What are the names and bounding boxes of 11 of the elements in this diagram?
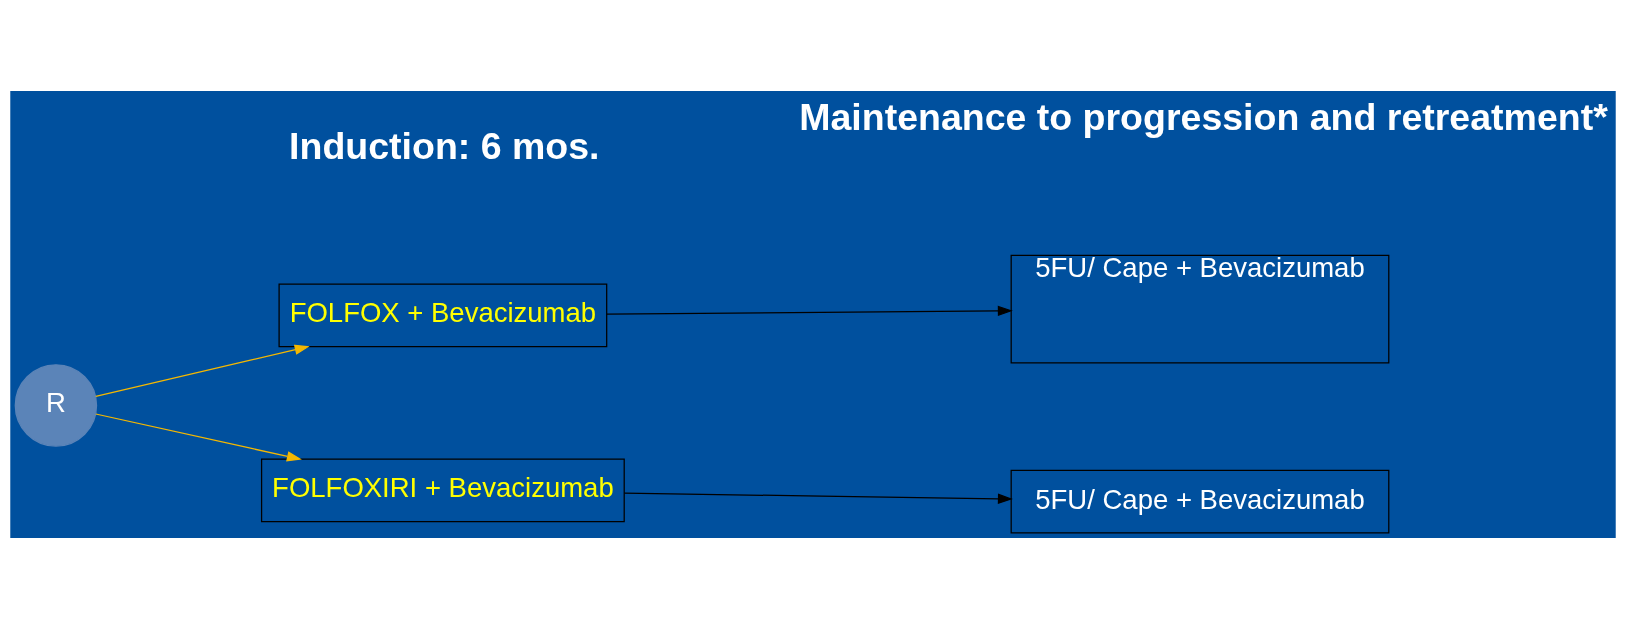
arrow — [623, 492, 1013, 504]
node-box: 5FU/ Cape + Bevacizumab — [1010, 469, 1389, 534]
label: Maintenance to progression and retreatment* — [798, 95, 1608, 138]
label: Induction: 6 mos. — [288, 124, 600, 167]
node-circle: R — [14, 364, 97, 447]
arrow — [605, 305, 1013, 317]
arrow — [94, 344, 310, 398]
arrow — [94, 413, 302, 462]
node-box: 5FU/ Cape + Bevacizumab — [1010, 254, 1389, 364]
node-box: FOLFOX + Bevacizumab — [277, 283, 607, 348]
node-box: FOLFOXIRI + Bevacizumab — [260, 458, 625, 523]
